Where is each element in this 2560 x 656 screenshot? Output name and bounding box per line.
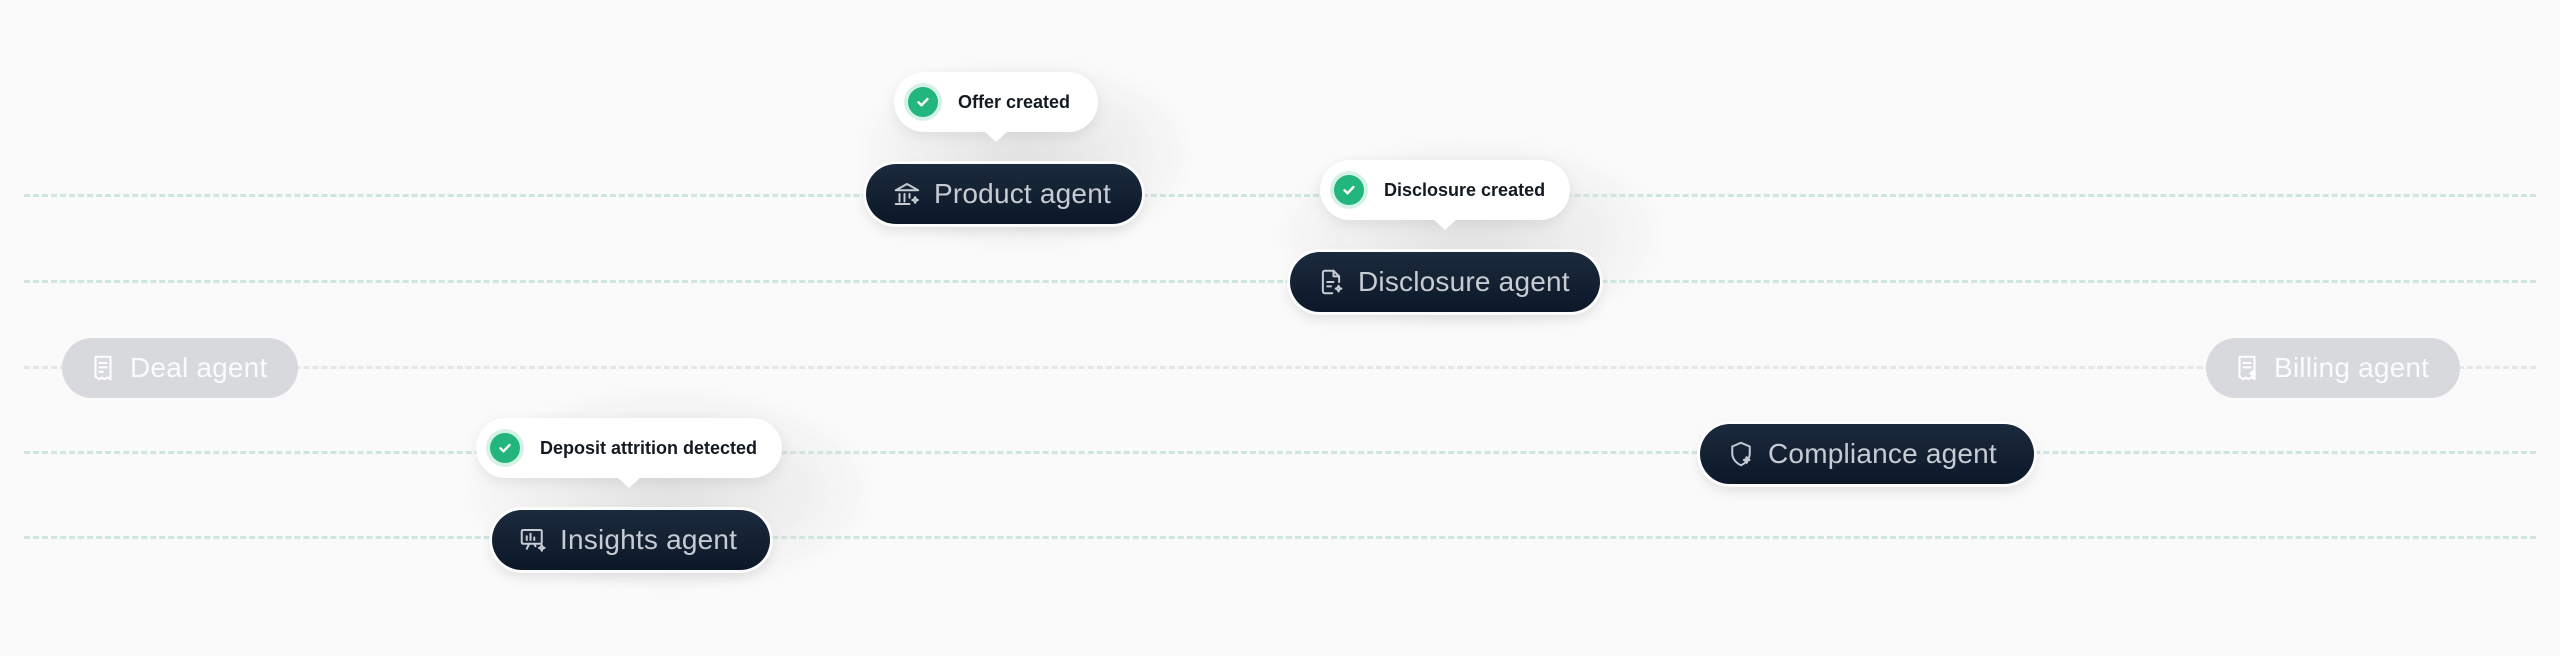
lane-3: [24, 366, 2536, 369]
disclosure-agent-label: Disclosure agent: [1358, 266, 1570, 297]
lane-2: [24, 280, 2536, 283]
product-agent-pill[interactable]: Product agent: [866, 164, 1142, 224]
offer-created-text: Offer created: [958, 91, 1071, 112]
presentation-icon: [518, 525, 548, 555]
disclosure-created-bubble: Disclosure created: [1320, 160, 1570, 230]
bank-icon: [892, 179, 922, 209]
lane-1: [24, 194, 2536, 197]
check-icon: [1334, 175, 1364, 205]
deposit-attrition-text: Deposit attrition detected: [540, 437, 758, 458]
document-icon: [1316, 267, 1346, 297]
lane-4: [24, 451, 2536, 454]
disclosure-created-text: Disclosure created: [1384, 179, 1546, 200]
disclosure-agent-pill[interactable]: Disclosure agent: [1290, 252, 1600, 312]
insights-agent-label: Insights agent: [560, 524, 738, 555]
compliance-agent-label: Compliance agent: [1768, 438, 1997, 469]
insights-agent-pill[interactable]: Insights agent: [492, 510, 770, 570]
lane-5: [24, 536, 2536, 539]
shield-icon: [1726, 439, 1756, 469]
deal-agent-label: Deal agent: [130, 352, 268, 383]
deposit-attrition-bubble: Deposit attrition detected: [476, 418, 782, 488]
deal-agent-pill[interactable]: Deal agent: [62, 338, 298, 398]
billing-agent-label: Billing agent: [2274, 352, 2430, 383]
check-icon: [490, 433, 520, 463]
billing-agent-pill[interactable]: Billing agent: [2206, 338, 2460, 398]
check-icon: [908, 87, 938, 117]
receipt-icon: [88, 353, 118, 383]
offer-created-bubble: Offer created: [894, 72, 1098, 142]
invoice-icon: [2232, 353, 2262, 383]
compliance-agent-pill[interactable]: Compliance agent: [1700, 424, 2034, 484]
product-agent-label: Product agent: [934, 178, 1111, 209]
